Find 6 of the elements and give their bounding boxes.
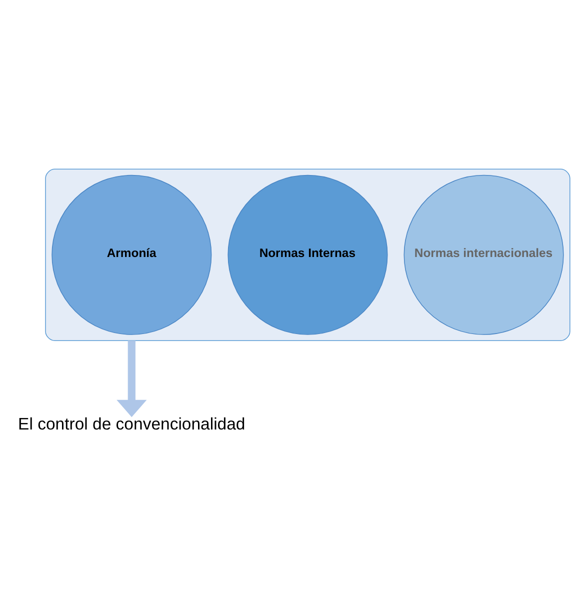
node-circle: Normas internacionales: [404, 174, 564, 334]
node-circle: Armonía: [52, 174, 212, 334]
node-text: El control de convencionalidad: [18, 414, 246, 433]
arrow: [116, 340, 147, 417]
cluster: [45, 168, 570, 340]
node-circle: Normas Internas: [228, 174, 388, 334]
